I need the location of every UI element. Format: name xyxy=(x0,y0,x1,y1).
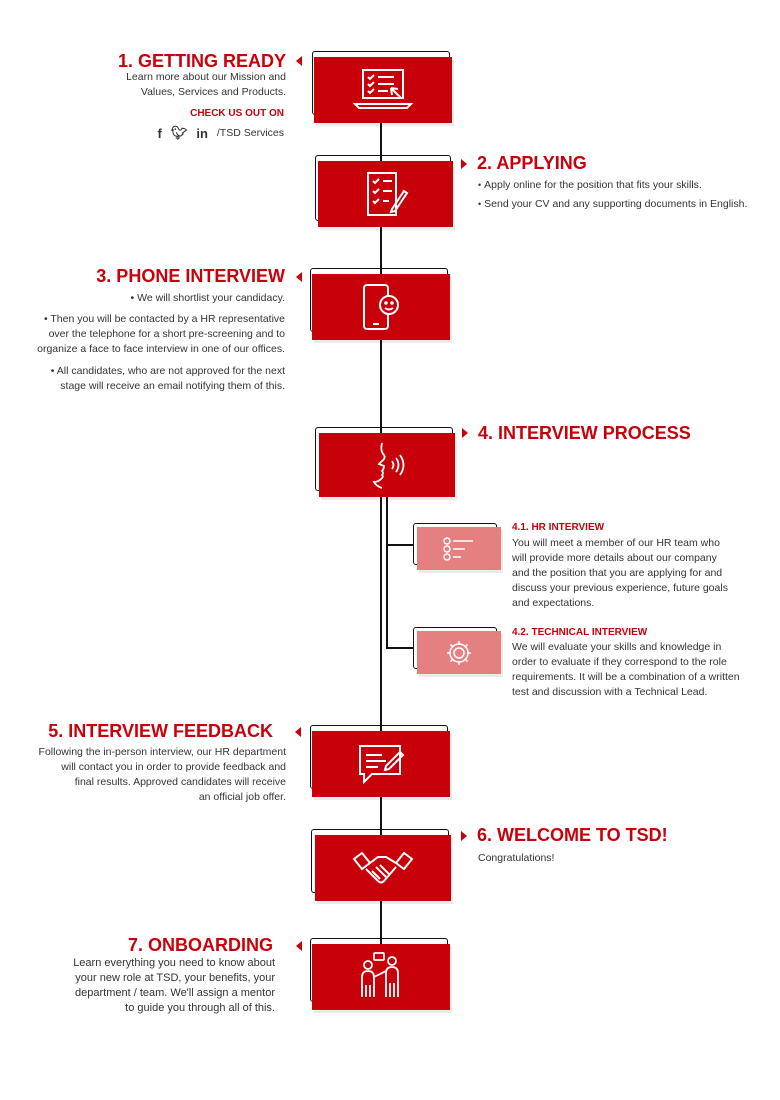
step-2-title: 2. APPLYING xyxy=(477,153,587,173)
check-us-out-label: CHECK US OUT ON xyxy=(190,108,284,119)
step-2-bullet: •Apply online for the position that fits… xyxy=(478,179,702,191)
mentor-people-icon xyxy=(312,944,450,1010)
technical-interview-card xyxy=(413,627,501,674)
technical-interview-description: We will evaluate your skills and knowled… xyxy=(512,641,740,698)
twitter-icon[interactable]: 🐦︎ xyxy=(170,125,188,140)
step-2-arrow xyxy=(461,159,467,169)
step-3-card xyxy=(310,268,452,340)
speaking-head-icon xyxy=(319,433,455,497)
step-5-title: 5. INTERVIEW FEEDBACK xyxy=(48,721,273,741)
step-3-bullet-3: • All candidates, who are not approved f… xyxy=(50,365,285,392)
step-6-arrow xyxy=(461,831,467,841)
step-4-arrow xyxy=(462,428,468,438)
step-3-bullet-1: • We will shortlist your candidacy. xyxy=(130,292,285,304)
hr-interview-card xyxy=(413,523,501,570)
step-7-description: Learn everything you need to know about … xyxy=(73,957,275,1014)
step-1-arrow xyxy=(296,56,302,66)
facebook-icon[interactable]: f xyxy=(157,125,162,141)
step-7-title: 7. ONBOARDING xyxy=(127,935,273,955)
step-3-title: 3. PHONE INTERVIEW xyxy=(96,266,285,286)
step-5-card xyxy=(310,725,452,797)
step-2-bullet: •Send your CV and any supporting documen… xyxy=(478,198,748,210)
timeline-spine xyxy=(380,95,382,965)
step-5-description: Following the in-person interview, our H… xyxy=(38,746,286,803)
step-6-description: Congratulations! xyxy=(478,852,555,864)
hr-interview-title: 4.1. HR INTERVIEW xyxy=(512,522,605,533)
social-links: f 🐦︎ in /TSD Services xyxy=(157,125,284,141)
step-5-arrow xyxy=(295,727,301,737)
handshake-icon xyxy=(315,835,451,901)
step-1-description: Learn more about our Mission and Values,… xyxy=(126,71,286,98)
step-7-arrow xyxy=(296,941,302,951)
hr-interview-description: You will meet a member of our HR team wh… xyxy=(512,537,728,609)
step-4-card xyxy=(315,427,457,497)
step-6-card xyxy=(311,829,453,901)
laptop-checklist-icon xyxy=(314,57,452,123)
timeline-branch-vertical xyxy=(386,496,388,648)
step-3-arrow xyxy=(296,272,302,282)
linkedin-icon[interactable]: in xyxy=(196,125,208,141)
step-2-card xyxy=(315,155,455,229)
step-1-card xyxy=(312,51,452,123)
document-checklist-icon xyxy=(318,161,453,227)
timeline-branch-hr xyxy=(386,544,414,546)
step-7-card xyxy=(310,938,452,1010)
step-3-bullet-2: • Then you will be contacted by a HR rep… xyxy=(37,313,285,355)
step-6-title: 6. WELCOME TO TSD! xyxy=(477,825,668,845)
timeline-branch-tech xyxy=(386,647,414,649)
social-handle: /TSD Services xyxy=(216,127,284,139)
technical-interview-title: 4.2. TECHNICAL INTERVIEW xyxy=(512,627,648,638)
list-items-icon xyxy=(417,527,501,570)
step-1-title: 1. GETTING READY xyxy=(117,51,286,71)
gear-cog-icon xyxy=(417,631,501,674)
speech-bubble-pen-icon xyxy=(312,731,450,797)
smartphone-smiley-icon xyxy=(312,274,450,340)
step-4-title: 4. INTERVIEW PROCESS xyxy=(478,423,691,443)
